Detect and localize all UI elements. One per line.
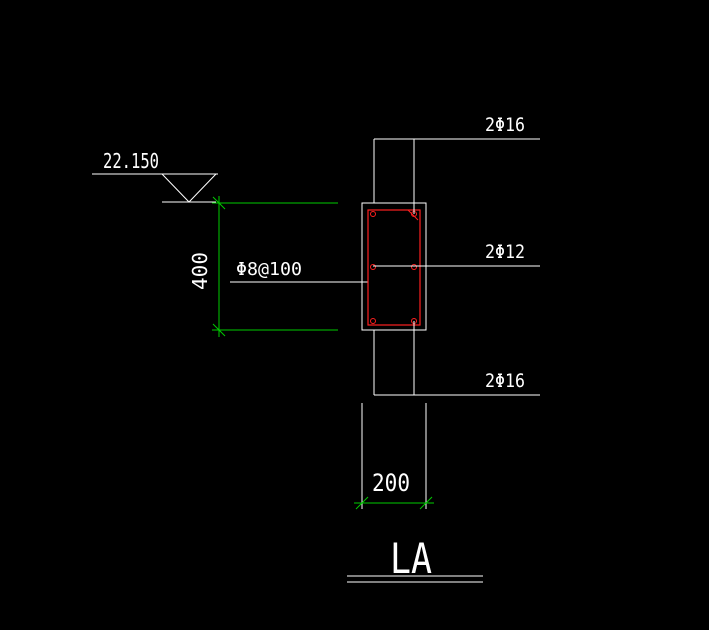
stirrup-label: Φ8@100	[236, 259, 302, 280]
middle-rebar-callout: 2Φ12	[373, 241, 540, 267]
elevation-marker: 22.150	[92, 149, 218, 203]
height-tick-top	[212, 196, 226, 210]
rebar-top-left	[370, 211, 376, 217]
section-title-block: LA	[347, 534, 483, 583]
height-tick-bottom	[212, 323, 226, 337]
top-rebar-callout: 2Φ16	[373, 114, 540, 214]
rebar-bottom-left	[370, 318, 376, 324]
elevation-triangle-symbol	[161, 173, 217, 203]
rebar-middle-right	[411, 264, 417, 270]
width-tick-left	[355, 496, 369, 510]
rebar-middle-left	[370, 264, 376, 270]
stirrup-callout: Φ8@100	[230, 259, 368, 283]
bottom-rebar-callout: 2Φ16	[373, 321, 540, 396]
width-dimension: 200	[354, 403, 434, 510]
stirrup-outline	[367, 209, 421, 326]
beam-section	[361, 202, 427, 331]
stirrup-hook	[407, 209, 419, 221]
middle-rebar-label: 2Φ12	[485, 241, 525, 263]
bottom-rebar-label: 2Φ16	[485, 370, 525, 392]
top-rebar-label: 2Φ16	[485, 114, 525, 136]
height-dimension: 400	[188, 196, 338, 337]
width-dimension-label: 200	[372, 469, 410, 497]
height-dimension-label: 400	[188, 252, 212, 290]
elevation-label: 22.150	[103, 149, 159, 173]
section-title: LA	[390, 534, 432, 583]
width-tick-right	[419, 496, 433, 510]
